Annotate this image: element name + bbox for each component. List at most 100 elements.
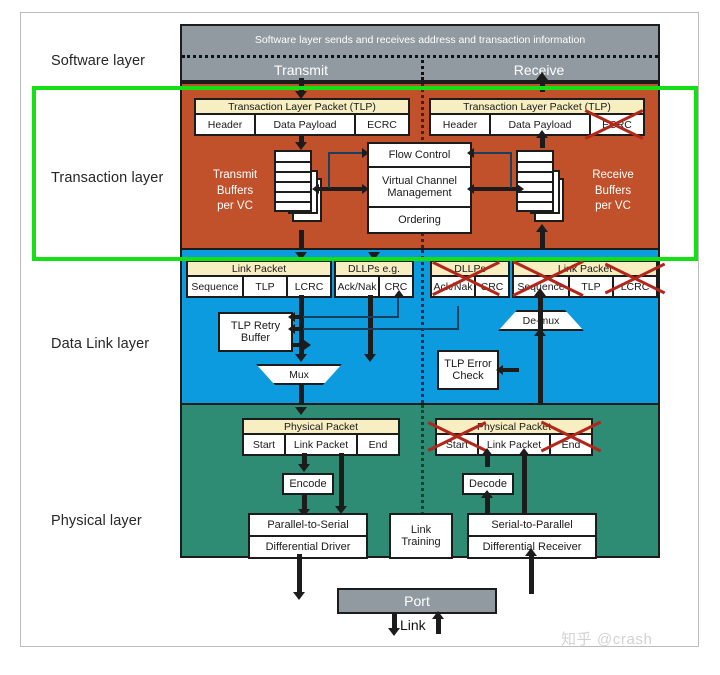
software-layer-band: Software layer sends and receives addres… <box>180 24 660 82</box>
arrow-decode-up-head <box>481 448 493 456</box>
rx-dllp-packet: DLLPs Ack/Nak CRC <box>430 260 510 298</box>
transmit-buffers-label: Transmit Buffers per VC <box>200 168 270 215</box>
tx-tlp-field-payload: Data Payload <box>256 115 356 134</box>
trunk-tx-lp-to-mux-head <box>295 354 307 362</box>
rx-tlp-field-header: Header <box>431 115 491 134</box>
software-layer-divider <box>182 55 658 58</box>
wire-acknak-h1 <box>303 328 423 330</box>
wire-fc-right-v <box>510 152 512 188</box>
retry-buffer-line2: Buffer <box>240 332 271 344</box>
arrow-tx-tlp-to-buffer-head <box>295 142 307 150</box>
encode-block: Encode <box>282 473 334 495</box>
wire-errcheck-v <box>457 306 459 330</box>
wire-errcheck-h <box>421 328 459 330</box>
transmit-receive-row: Transmit Receive <box>182 58 658 82</box>
retry-buffer-line1: TLP Retry <box>230 319 281 332</box>
port-block: Port <box>337 588 497 614</box>
tlp-error-check: TLP Error Check <box>437 350 499 390</box>
arrow-rx-bypass-shaft <box>522 453 527 513</box>
rx-link-packet: Link Packet Sequence TLP LCRC <box>512 260 658 298</box>
arrow-port-to-phy-head <box>525 548 537 556</box>
layer-label-physical: Physical layer <box>51 513 142 529</box>
wire-fc-right-h <box>472 152 512 154</box>
rx-tlp-title: Transaction Layer Packet (TLP) <box>431 100 643 115</box>
trunk-rx-up <box>538 295 543 407</box>
decode-block: Decode <box>462 473 514 495</box>
arrow-phy-to-port-shaft <box>297 554 302 594</box>
trunk-rx-demux-head <box>534 328 546 336</box>
arrow-into-errcheck-head <box>496 365 503 375</box>
link-training-line1: Link <box>410 523 432 536</box>
rx-physical-packet: Physical Packet Start Link Packet End <box>435 418 593 456</box>
tx-physical-packet: Physical Packet Start Link Packet End <box>242 418 400 456</box>
retry-in-shaft-1 <box>293 315 303 319</box>
layer-label-data-link: Data Link layer <box>51 336 150 352</box>
transmit-buffers-line2: Buffers <box>216 184 254 197</box>
receive-buffers-line2: Buffers <box>594 184 632 197</box>
tx-lp-field-tlp: TLP <box>244 277 288 296</box>
transaction-layer-highlight <box>32 86 698 261</box>
differential-driver-block: Differential Driver <box>265 540 351 553</box>
tx-phy-fields: Start Link Packet End <box>244 435 398 454</box>
retry-out-shaft <box>293 343 307 347</box>
receive-label: Receive <box>513 62 565 78</box>
arrow-rx-buffer-to-tlp-head <box>536 130 548 138</box>
tx-phy-field-linkpacket: Link Packet <box>286 435 358 454</box>
error-check-line1: TLP Error <box>444 357 492 370</box>
arrow-phy-tx-in-head <box>295 407 307 415</box>
arrow-rx-out-head <box>536 72 548 80</box>
arrow-mux-to-phy <box>299 383 304 407</box>
transmit-buffers-line1: Transmit <box>212 169 258 181</box>
rx-link-packet-fields: Sequence TLP LCRC <box>514 277 656 296</box>
vcm-line1: Virtual Channel <box>381 174 457 187</box>
link-label: Link <box>400 617 426 633</box>
layer-label-software: Software layer <box>51 53 146 69</box>
center-divider-software <box>421 55 424 80</box>
ordering-block: Ordering <box>398 213 441 226</box>
arrow-phy-to-port-head <box>293 592 305 600</box>
rx-dllp-field-crc: CRC <box>480 280 504 293</box>
software-layer-banner: Software layer sends and receives addres… <box>254 34 586 46</box>
wire-acknak-head <box>393 290 405 298</box>
vcm-line2: Management <box>387 187 452 199</box>
retry-in-shaft-2 <box>293 327 303 331</box>
rx-tlp-fields: Header Data Payload ECRC <box>431 115 643 134</box>
tx-tlp-field-header: Header <box>196 115 256 134</box>
arrow-s2p-to-decode-shaft <box>485 495 490 513</box>
rx-phy-field-linkpacket: Link Packet <box>479 435 551 454</box>
receive-buffers-line3: per VC <box>595 200 631 213</box>
arrow-tx-to-dl <box>299 230 304 252</box>
transaction-control-stack: Flow Control Virtual Channel Management … <box>367 142 472 234</box>
rx-buffer-queue <box>516 150 554 212</box>
arrow-into-errcheck-shaft <box>503 368 519 372</box>
arrow-phy-bypass-shaft <box>339 453 344 509</box>
arrow-to-encode-shaft <box>302 453 307 467</box>
tx-phy-field-end: End <box>368 438 388 451</box>
rx-lp-field-lcrc: LCRC <box>620 280 650 293</box>
arrow-tx-in-head <box>295 91 307 99</box>
arrow-s2p-to-decode-head <box>481 490 493 498</box>
tlp-retry-buffer: TLP Retry Buffer <box>218 312 293 352</box>
arrow-rx-from-dl-head <box>536 224 548 232</box>
tx-tlp-field-ecrc: ECRC <box>367 118 397 131</box>
receive-buffers-label: Receive Buffers per VC <box>578 168 648 215</box>
arrow-link-up-head <box>432 611 444 619</box>
arrow-encode-to-p2s-shaft <box>302 495 307 513</box>
retry-in-arrow-2 <box>288 324 295 334</box>
arrow-rx-out-shaft <box>540 78 545 92</box>
tx-lp-field-lcrc: LCRC <box>294 280 324 293</box>
rx-link-packet-title: Link Packet <box>514 262 656 277</box>
rx-receiver-stack: Serial-to-Parallel Differential Receiver <box>467 513 597 559</box>
trunk-rx-up-head <box>534 288 546 296</box>
transaction-layer-band: Transaction Layer Packet (TLP) Header Da… <box>180 72 660 252</box>
transmit-buffer-stack <box>274 150 330 230</box>
mux-block: Mux <box>256 364 342 385</box>
retry-in-arrow-1 <box>288 312 295 322</box>
wire-fc-right-head <box>467 148 474 158</box>
data-link-layer-band: Link Packet Sequence TLP LCRC DLLPs e.g.… <box>180 248 666 407</box>
rx-phy-field-end: End <box>561 438 581 451</box>
arrow-dl-dllp-in-head <box>368 252 380 260</box>
center-divider-data-link <box>421 250 424 403</box>
rx-dllp-field-acknak: Ack/Nak <box>432 277 476 296</box>
rx-tlp-packet: Transaction Layer Packet (TLP) Header Da… <box>429 98 645 136</box>
